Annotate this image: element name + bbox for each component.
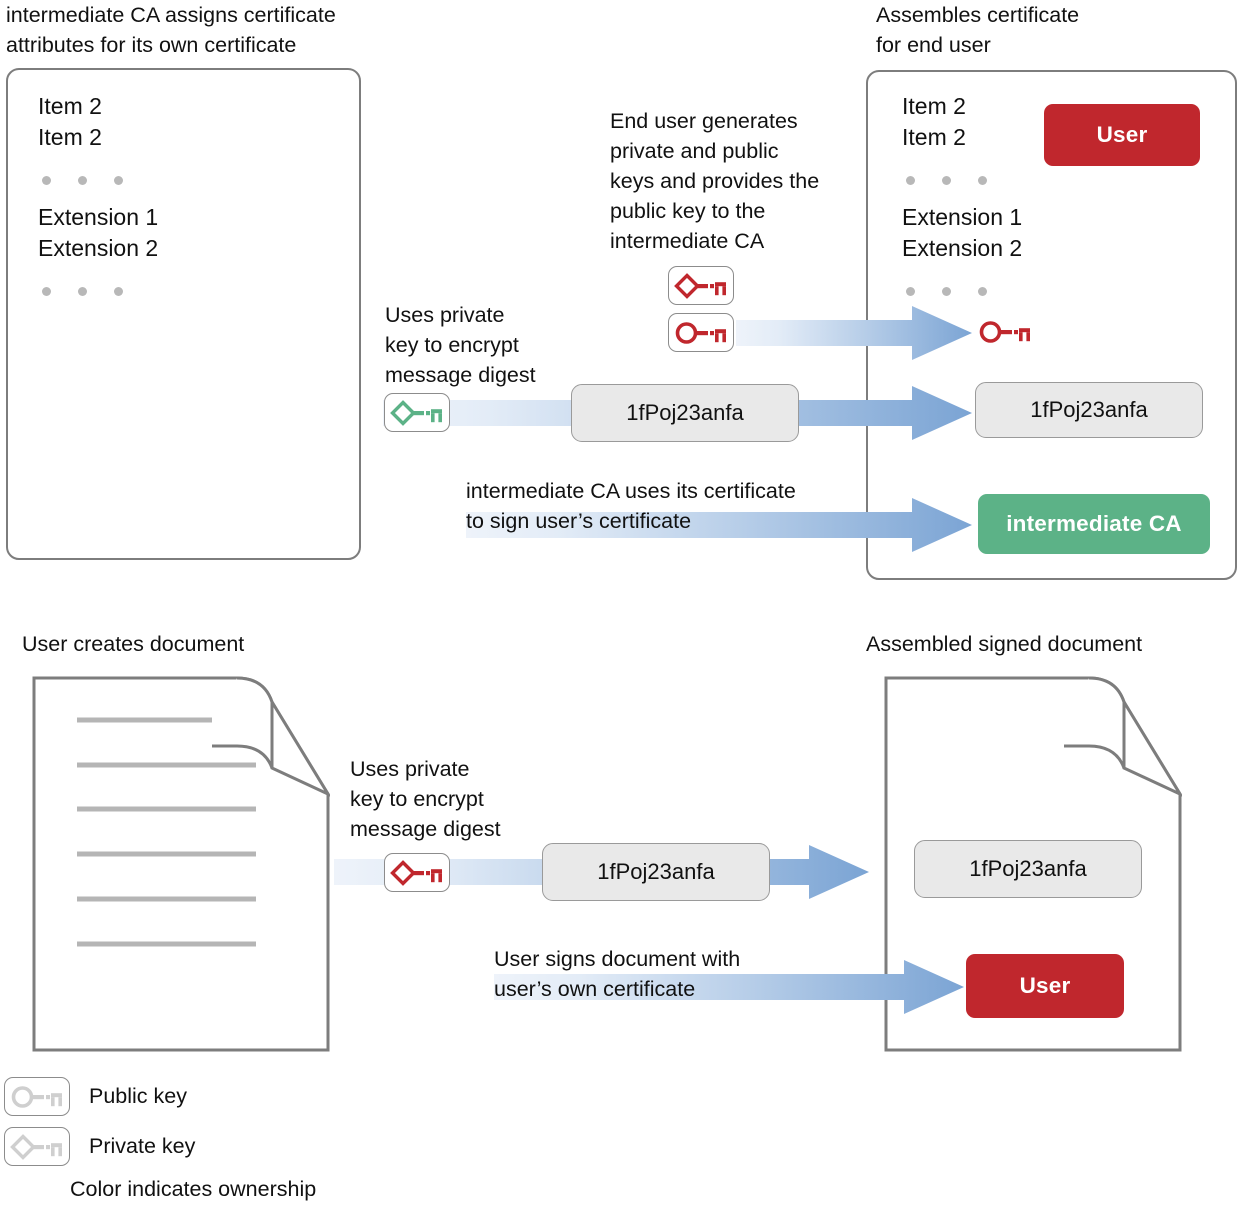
public-key-icon-legend [4,1077,70,1116]
user-document-caption: User creates document [22,632,245,656]
cert-extension-1: Extension 1 [902,204,1023,230]
arrow-public-key-transfer [736,306,972,360]
cert-extension-2: Extension 2 [38,235,159,261]
private-key-icon-legend [4,1127,70,1166]
cert-ellipsis-extensions [42,287,123,296]
signed-digest-document: 1fPoj23anfa [914,840,1142,898]
legend-row-private-key: Private key [4,1127,195,1166]
public-key-icon-enduser [668,313,734,352]
ca-signs-annotation: intermediate CA uses its certificate to … [466,479,796,533]
arrow-user-signature [494,960,964,1014]
cert-item-1: Item 2 [38,93,102,119]
private-key-icon-enduser [668,266,734,305]
legend-note-color-ownership: Color indicates ownership [70,1177,317,1201]
uses-private-key-annotation-bottom: Uses private key to encrypt message dige… [350,757,501,841]
right-certificate-caption: Assembles certificate for end user [876,3,1080,57]
cert-ellipsis-items [42,176,123,185]
end-user-keys-annotation: End user generates private and public ke… [610,109,820,253]
uses-private-key-annotation-top: Uses private key to encrypt message dige… [385,303,536,387]
cert-extension-1: Extension 1 [38,204,159,230]
cert-extension-2: Extension 2 [902,235,1023,261]
signed-document-caption: Assembled signed document [866,632,1143,656]
signed-digest-certificate: 1fPoj23anfa [975,382,1203,438]
cert-ellipsis-items [906,176,987,185]
user-badge-document[interactable]: User [966,954,1124,1018]
intermediate-ca-badge[interactable]: intermediate CA [978,494,1210,554]
legend-label-private-key: Private key [89,1134,196,1158]
private-key-icon-user [384,853,450,892]
cert-ellipsis-extensions [906,287,987,296]
cert-item-1: Item 2 [902,93,966,119]
arrow-ca-signature [466,498,972,552]
user-badge-certificate[interactable]: User [1044,104,1200,166]
legend-label-public-key: Public key [89,1084,187,1108]
intermediate-ca-certificate-box: Item 2 Item 2 Extension 1 Extension 2 [6,68,361,560]
legend-row-public-key: Public key [4,1077,187,1116]
public-key-icon-certificate [978,318,1032,346]
cert-item-2: Item 2 [902,124,966,150]
user-document [32,676,330,1052]
left-certificate-caption: intermediate CA assigns certificate attr… [6,3,336,57]
digest-source-top: 1fPoj23anfa [571,384,799,442]
private-key-icon-intermediate-ca [384,393,450,432]
cert-item-2: Item 2 [38,124,102,150]
user-signs-annotation: User signs document with user’s own cert… [494,947,741,1001]
digest-source-bottom: 1fPoj23anfa [542,843,770,901]
